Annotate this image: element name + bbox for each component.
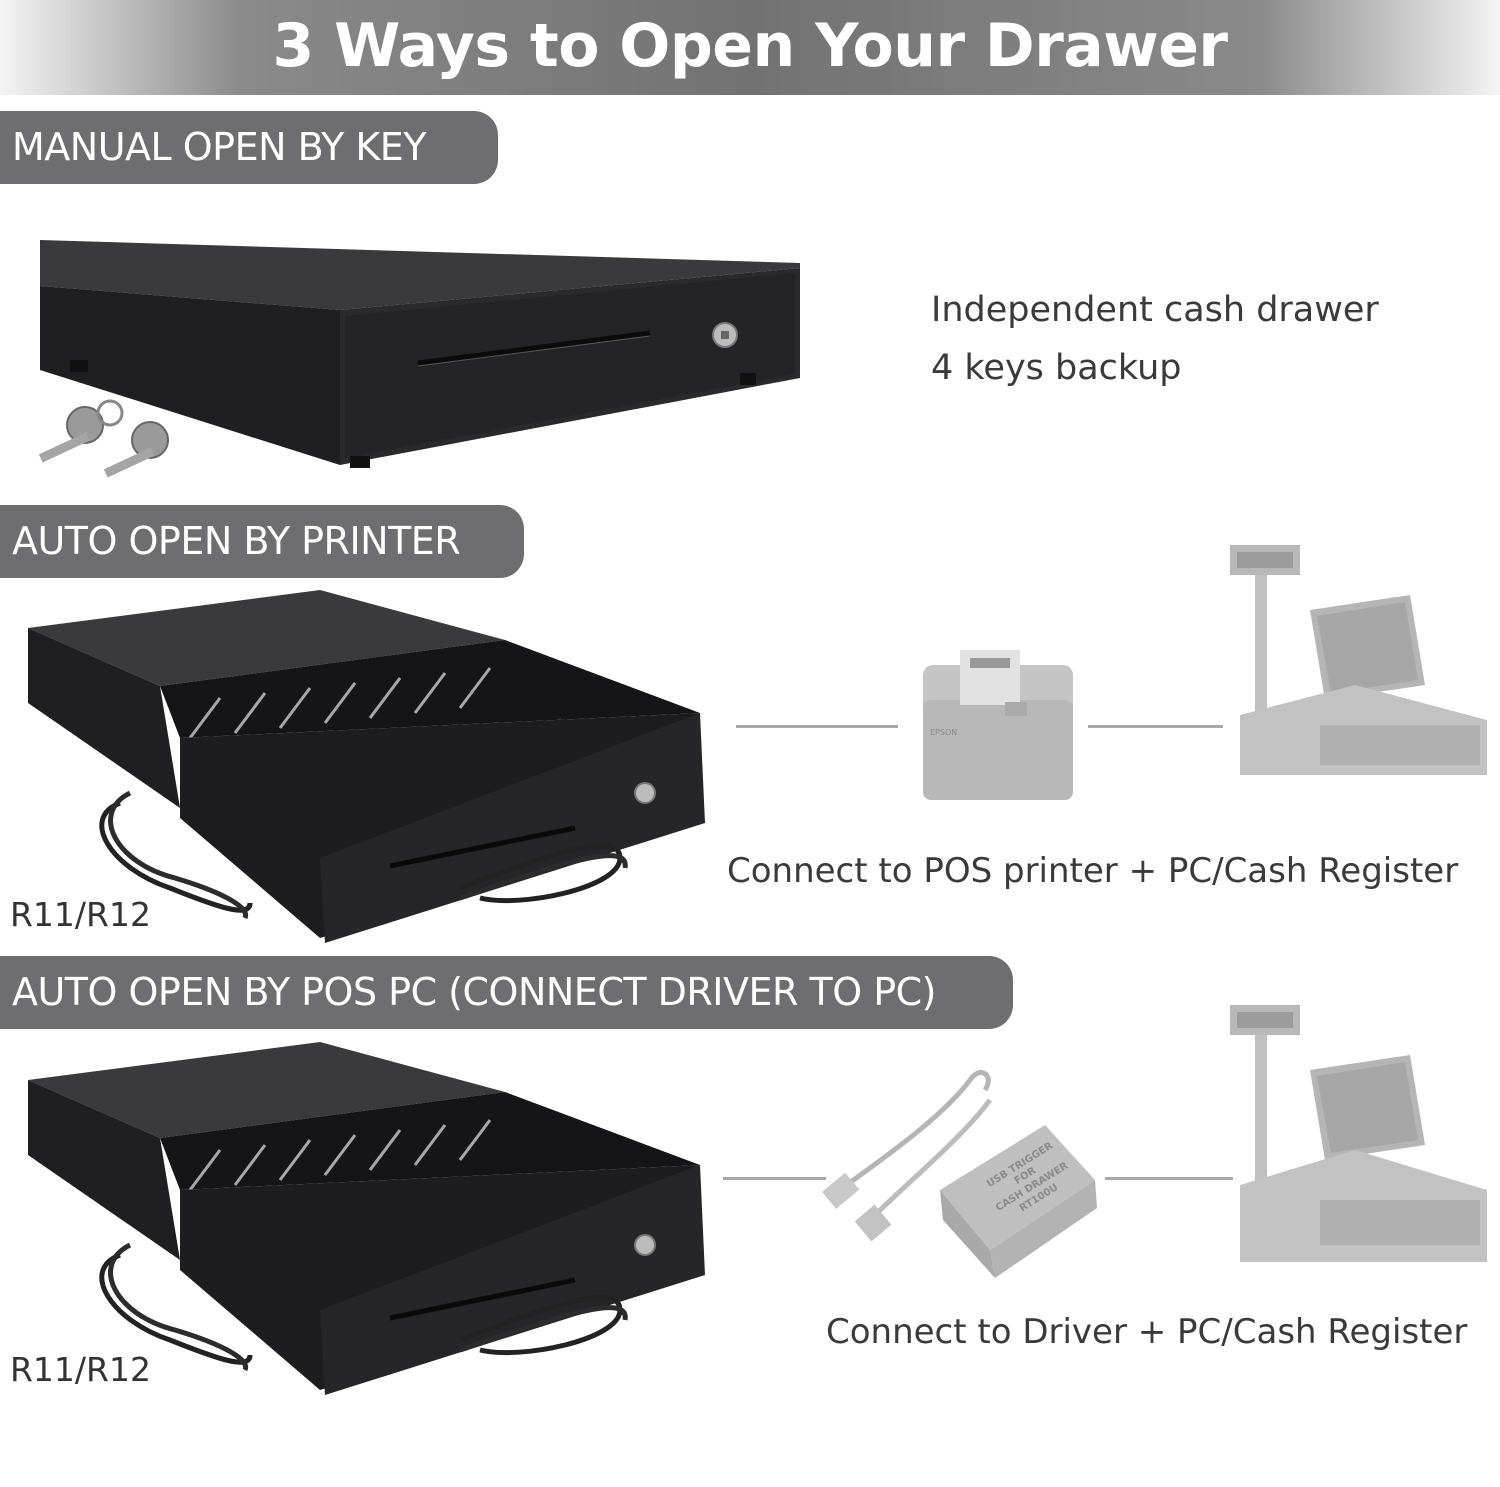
open-cash-drawer-image-printer (28, 590, 705, 943)
usb-trigger-driver-image: USB TRIGGER FOR CASH DRAWER RT100U (940, 1125, 1097, 1278)
usb-cable-image (822, 1070, 992, 1242)
pos-printer-image: EPSON (923, 650, 1073, 800)
connector-line (723, 1177, 826, 1180)
caption-pc: Connect to Driver + PC/Cash Register (826, 1312, 1468, 1352)
feature-independent-drawer: Independent cash drawer (931, 290, 1379, 330)
printer-brand: EPSON (930, 728, 957, 737)
keys-image (38, 399, 169, 478)
closed-cash-drawer-image (40, 240, 800, 468)
page-title: 3 Ways to Open Your Drawer (272, 11, 1228, 81)
connector-line (736, 725, 898, 728)
port-label-printer: R11/R12 (10, 895, 151, 934)
port-label-pc: R11/R12 (10, 1350, 151, 1389)
connector-line (1105, 1177, 1233, 1180)
connector-line (1088, 725, 1223, 728)
section-heading-pos-pc: AUTO OPEN BY POS PC (CONNECT DRIVER TO P… (0, 956, 1013, 1029)
pos-terminal-image-printer (1230, 545, 1487, 775)
caption-printer: Connect to POS printer + PC/Cash Registe… (727, 851, 1459, 891)
title-banner: 3 Ways to Open Your Drawer (0, 0, 1500, 95)
section-heading-manual: MANUAL OPEN BY KEY (0, 111, 498, 184)
open-cash-drawer-image-pc (28, 1042, 705, 1395)
section-heading-printer: AUTO OPEN BY PRINTER (0, 505, 524, 578)
pos-terminal-image-pc (1230, 1005, 1487, 1262)
feature-keys-backup: 4 keys backup (931, 348, 1182, 388)
